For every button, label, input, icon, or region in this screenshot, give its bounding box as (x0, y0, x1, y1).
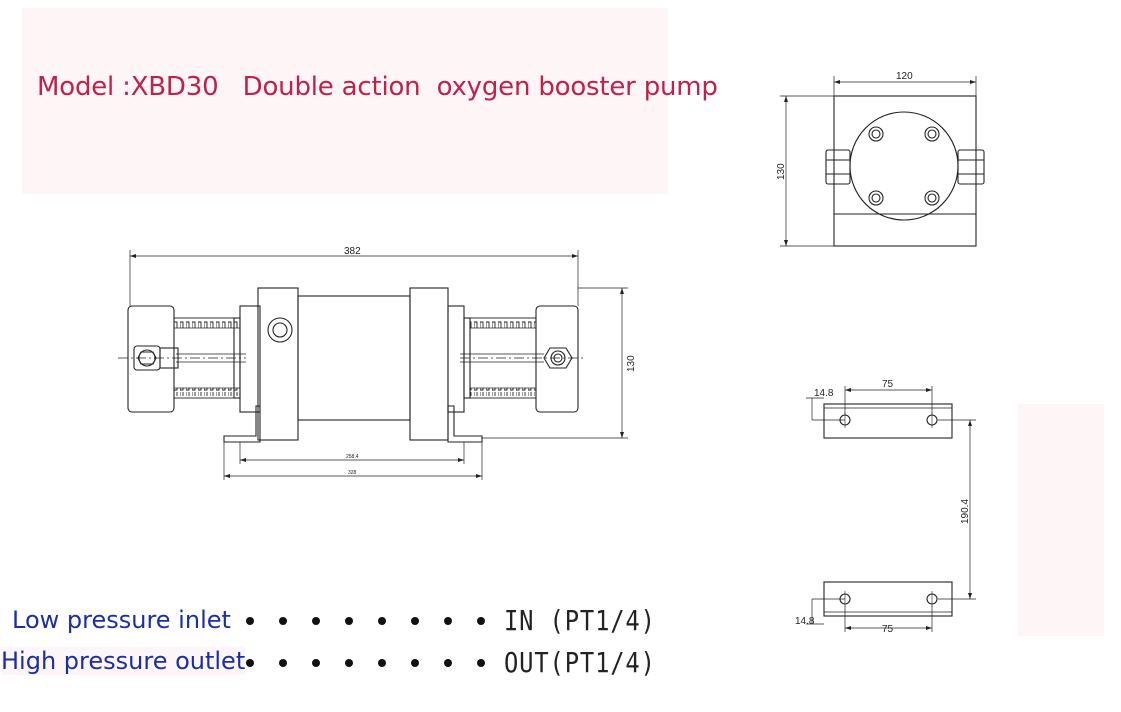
side-view (118, 250, 628, 480)
dim-foot-spacing-top: 75 (882, 379, 894, 390)
outlet-spec: OUT(PT1/4) (504, 646, 656, 679)
title-background (22, 8, 668, 194)
dim-side-height: 130 (626, 355, 637, 372)
dim-mount-outer: 328 (348, 470, 357, 476)
inlet-label: Low pressure inlet (12, 606, 231, 634)
dim-foot-spacing-bottom: 75 (882, 624, 894, 635)
dim-side-length: 382 (344, 246, 361, 257)
background-strip (1018, 404, 1104, 636)
dim-end-width: 120 (896, 71, 913, 82)
dim-foot-offset-bottom: 14.8 (795, 616, 815, 627)
foot-view (806, 386, 976, 632)
dim-end-height: 130 (776, 163, 787, 180)
end-view (780, 76, 985, 247)
outlet-label: High pressure outlet (1, 647, 246, 675)
page-title: Model :XBD30 Double action oxygen booste… (37, 72, 718, 102)
dim-foot-distance: 190.4 (960, 499, 971, 524)
dim-mount-inner: 258.4 (346, 454, 359, 460)
dim-foot-offset-top: 14.8 (814, 388, 834, 399)
inlet-spec: IN (PT1/4) (504, 604, 656, 637)
